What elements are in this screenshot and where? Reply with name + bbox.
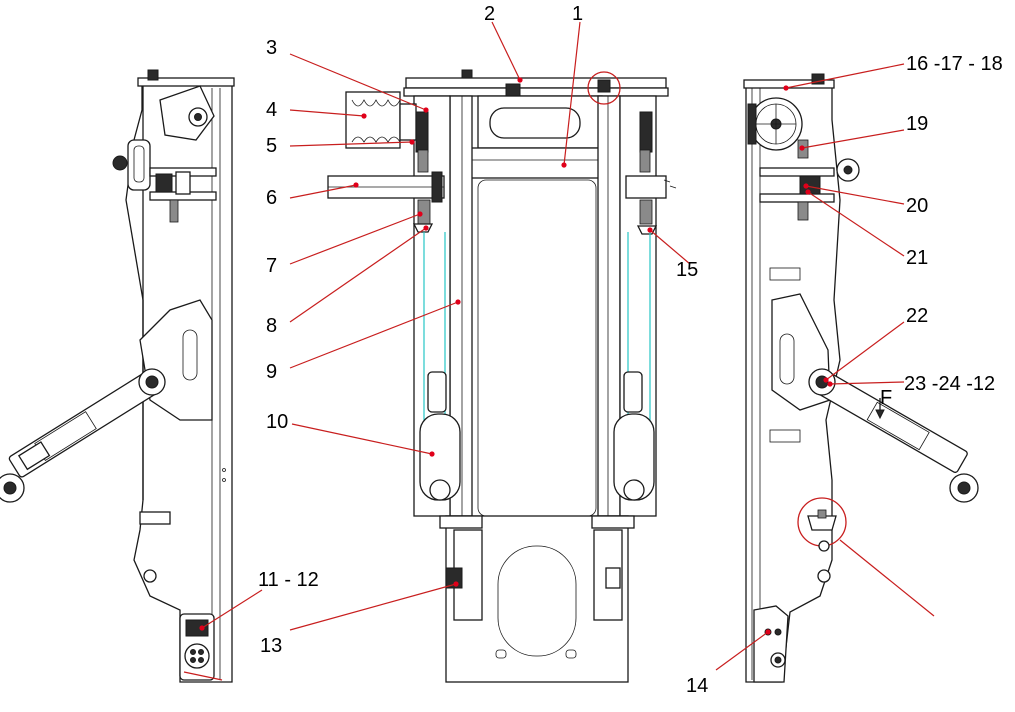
callout-7: 7 bbox=[266, 255, 277, 277]
callout-11-12: 11 - 12 bbox=[258, 569, 319, 591]
callout-15: 15 bbox=[676, 259, 698, 281]
left-side-view bbox=[0, 69, 235, 683]
force-label: F bbox=[880, 387, 892, 409]
callout-21: 21 bbox=[906, 247, 928, 269]
callout-14: 14 bbox=[686, 675, 708, 697]
callout-23-24-12: 23 -24 -12 bbox=[904, 373, 995, 395]
callout-16-17-18: 16 -17 - 18 bbox=[906, 53, 1003, 75]
callout-10: 10 bbox=[266, 411, 288, 433]
callout-9: 9 bbox=[266, 361, 277, 383]
callout-13: 13 bbox=[260, 635, 282, 657]
callout-labels: 1 2 3 4 5 6 7 8 9 10 11 - 12 13 14 15 16… bbox=[258, 3, 1003, 697]
callout-6: 6 bbox=[266, 187, 277, 209]
callout-2: 2 bbox=[484, 3, 495, 25]
leader-lines bbox=[199, 21, 905, 671]
callout-3: 3 bbox=[266, 37, 277, 59]
callout-8: 8 bbox=[266, 315, 277, 337]
center-front-view bbox=[327, 69, 677, 683]
callout-4: 4 bbox=[266, 99, 277, 121]
callout-22: 22 bbox=[906, 305, 928, 327]
callout-20: 20 bbox=[906, 195, 928, 217]
callout-19: 19 bbox=[906, 113, 928, 135]
callout-1: 1 bbox=[572, 3, 583, 25]
callout-5: 5 bbox=[266, 135, 277, 157]
